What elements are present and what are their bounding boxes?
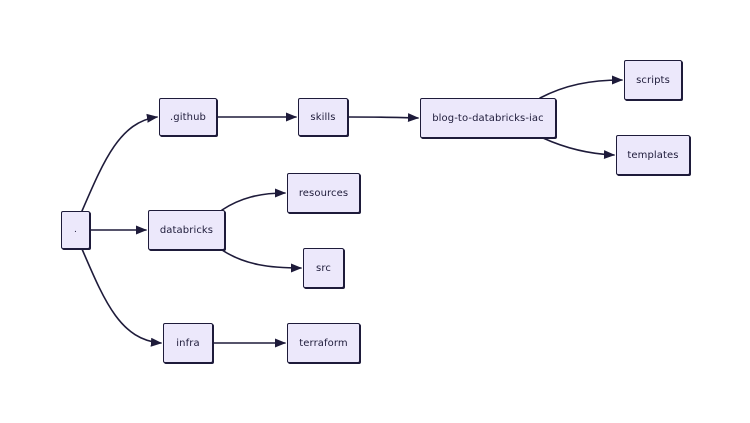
- edge-databricks-to-src: [221, 249, 303, 273]
- node-github[interactable]: .github: [159, 98, 217, 136]
- node-src[interactable]: src: [303, 248, 344, 288]
- node-root[interactable]: .: [61, 211, 90, 249]
- edge-skills-to-blog: [347, 113, 420, 123]
- edge-root-to-github: [81, 113, 159, 212]
- edge-blog-to-templates: [542, 137, 616, 160]
- node-databricks[interactable]: databricks: [148, 210, 225, 250]
- edge-blog-to-scripts: [539, 75, 624, 99]
- edge-root-to-infra: [81, 248, 163, 347]
- node-infra[interactable]: infra: [163, 323, 213, 363]
- node-skills[interactable]: skills: [298, 98, 348, 136]
- edge-databricks-to-resources: [221, 188, 287, 211]
- node-templates[interactable]: templates: [616, 135, 690, 175]
- node-resources[interactable]: resources: [287, 173, 360, 213]
- node-terraform[interactable]: terraform: [287, 323, 360, 363]
- node-scripts[interactable]: scripts: [624, 60, 682, 100]
- node-blog-to-databricks-iac[interactable]: blog-to-databricks-iac: [420, 98, 556, 138]
